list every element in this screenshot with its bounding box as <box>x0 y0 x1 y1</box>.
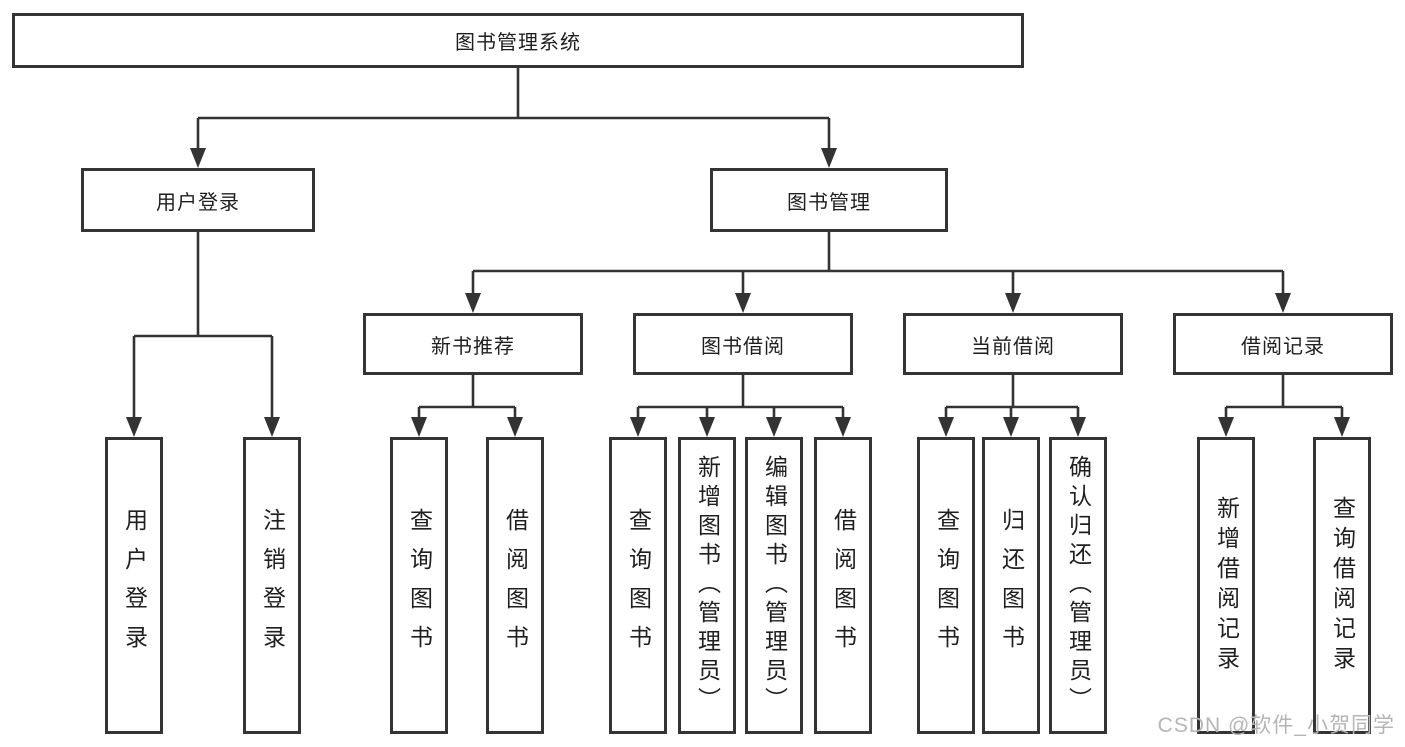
leaf-query-books-borrow: 查询图书 <box>609 437 667 734</box>
node-label: 归还图书 <box>998 507 1025 664</box>
node-label: 图书借阅 <box>701 335 785 358</box>
arrowhead <box>264 417 280 437</box>
node-label: 确认归还（管理员） <box>1065 455 1092 716</box>
connector-borrow-record-to-leaves <box>1218 375 1350 437</box>
arrowhead <box>411 417 427 437</box>
leaf-add-borrow-record: 新增借阅记录 <box>1197 437 1255 734</box>
arrowhead <box>938 417 954 437</box>
arrowhead <box>1005 293 1021 313</box>
node-label: 用户登录 <box>121 507 148 664</box>
node-label: 查询图书 <box>933 507 960 664</box>
arrowhead <box>1334 417 1350 437</box>
connector-root-to-level2 <box>190 68 837 168</box>
node-label: 借阅记录 <box>1241 335 1325 358</box>
node-label: 新增图书（管理员） <box>694 455 721 716</box>
arrowhead <box>835 417 851 437</box>
connector-book-management-to-level3 <box>465 232 1291 313</box>
connector-new-book-recommend-to-leaves <box>411 375 523 437</box>
node-user-login: 用户登录 <box>81 168 315 232</box>
node-label: 图书管理 <box>787 191 871 214</box>
node-label: 新书推荐 <box>431 335 515 358</box>
csdn-watermark: CSDN @软件_小贺同学 <box>1157 714 1395 737</box>
arrowhead <box>190 148 206 168</box>
node-label: 编辑图书（管理员） <box>761 455 788 716</box>
node-book-borrow: 图书借阅 <box>633 313 853 375</box>
arrowhead <box>699 417 715 437</box>
arrowhead <box>821 148 837 168</box>
leaf-logout: 注销登录 <box>243 437 301 734</box>
leaf-borrow-books-recommend: 借阅图书 <box>486 437 544 734</box>
connector-user-login-to-leaves <box>126 232 280 437</box>
leaf-confirm-return-admin: 确认归还（管理员） <box>1049 437 1107 734</box>
node-label: 查询图书 <box>406 507 433 664</box>
node-borrow-record: 借阅记录 <box>1173 313 1393 375</box>
leaf-query-borrow-record: 查询借阅记录 <box>1313 437 1371 734</box>
arrowhead <box>630 417 646 437</box>
node-label: 查询图书 <box>625 507 652 664</box>
connector-current-borrow-to-leaves <box>938 375 1086 437</box>
arrowhead <box>735 293 751 313</box>
arrowhead <box>1275 293 1291 313</box>
node-label: 新增借阅记录 <box>1213 495 1240 676</box>
arrowhead <box>465 293 481 313</box>
arrowhead <box>1070 417 1086 437</box>
leaf-query-books-recommend: 查询图书 <box>390 437 448 734</box>
node-book-management: 图书管理 <box>710 168 948 232</box>
node-new-book-recommend: 新书推荐 <box>363 313 583 375</box>
node-current-borrow: 当前借阅 <box>903 313 1123 375</box>
arrowhead <box>126 417 142 437</box>
node-label: 图书管理系统 <box>455 32 581 54</box>
node-label: 当前借阅 <box>971 335 1055 358</box>
node-label: 借阅图书 <box>502 507 529 664</box>
leaf-return-books: 归还图书 <box>982 437 1040 734</box>
leaf-user-login: 用户登录 <box>105 437 163 734</box>
node-root-library-system: 图书管理系统 <box>12 13 1024 68</box>
arrowhead <box>1218 417 1234 437</box>
node-label: 借阅图书 <box>830 507 857 664</box>
node-label: 查询借阅记录 <box>1329 495 1356 676</box>
node-label: 注销登录 <box>259 507 286 664</box>
node-label: 用户登录 <box>156 191 240 214</box>
leaf-query-books-current: 查询图书 <box>917 437 975 734</box>
leaf-edit-books-admin: 编辑图书（管理员） <box>745 437 803 734</box>
arrowhead <box>507 417 523 437</box>
arrowhead <box>1003 417 1019 437</box>
arrowhead <box>766 417 782 437</box>
leaf-borrow-books: 借阅图书 <box>814 437 872 734</box>
connector-book-borrow-to-leaves <box>630 375 851 437</box>
leaf-add-books-admin: 新增图书（管理员） <box>678 437 736 734</box>
